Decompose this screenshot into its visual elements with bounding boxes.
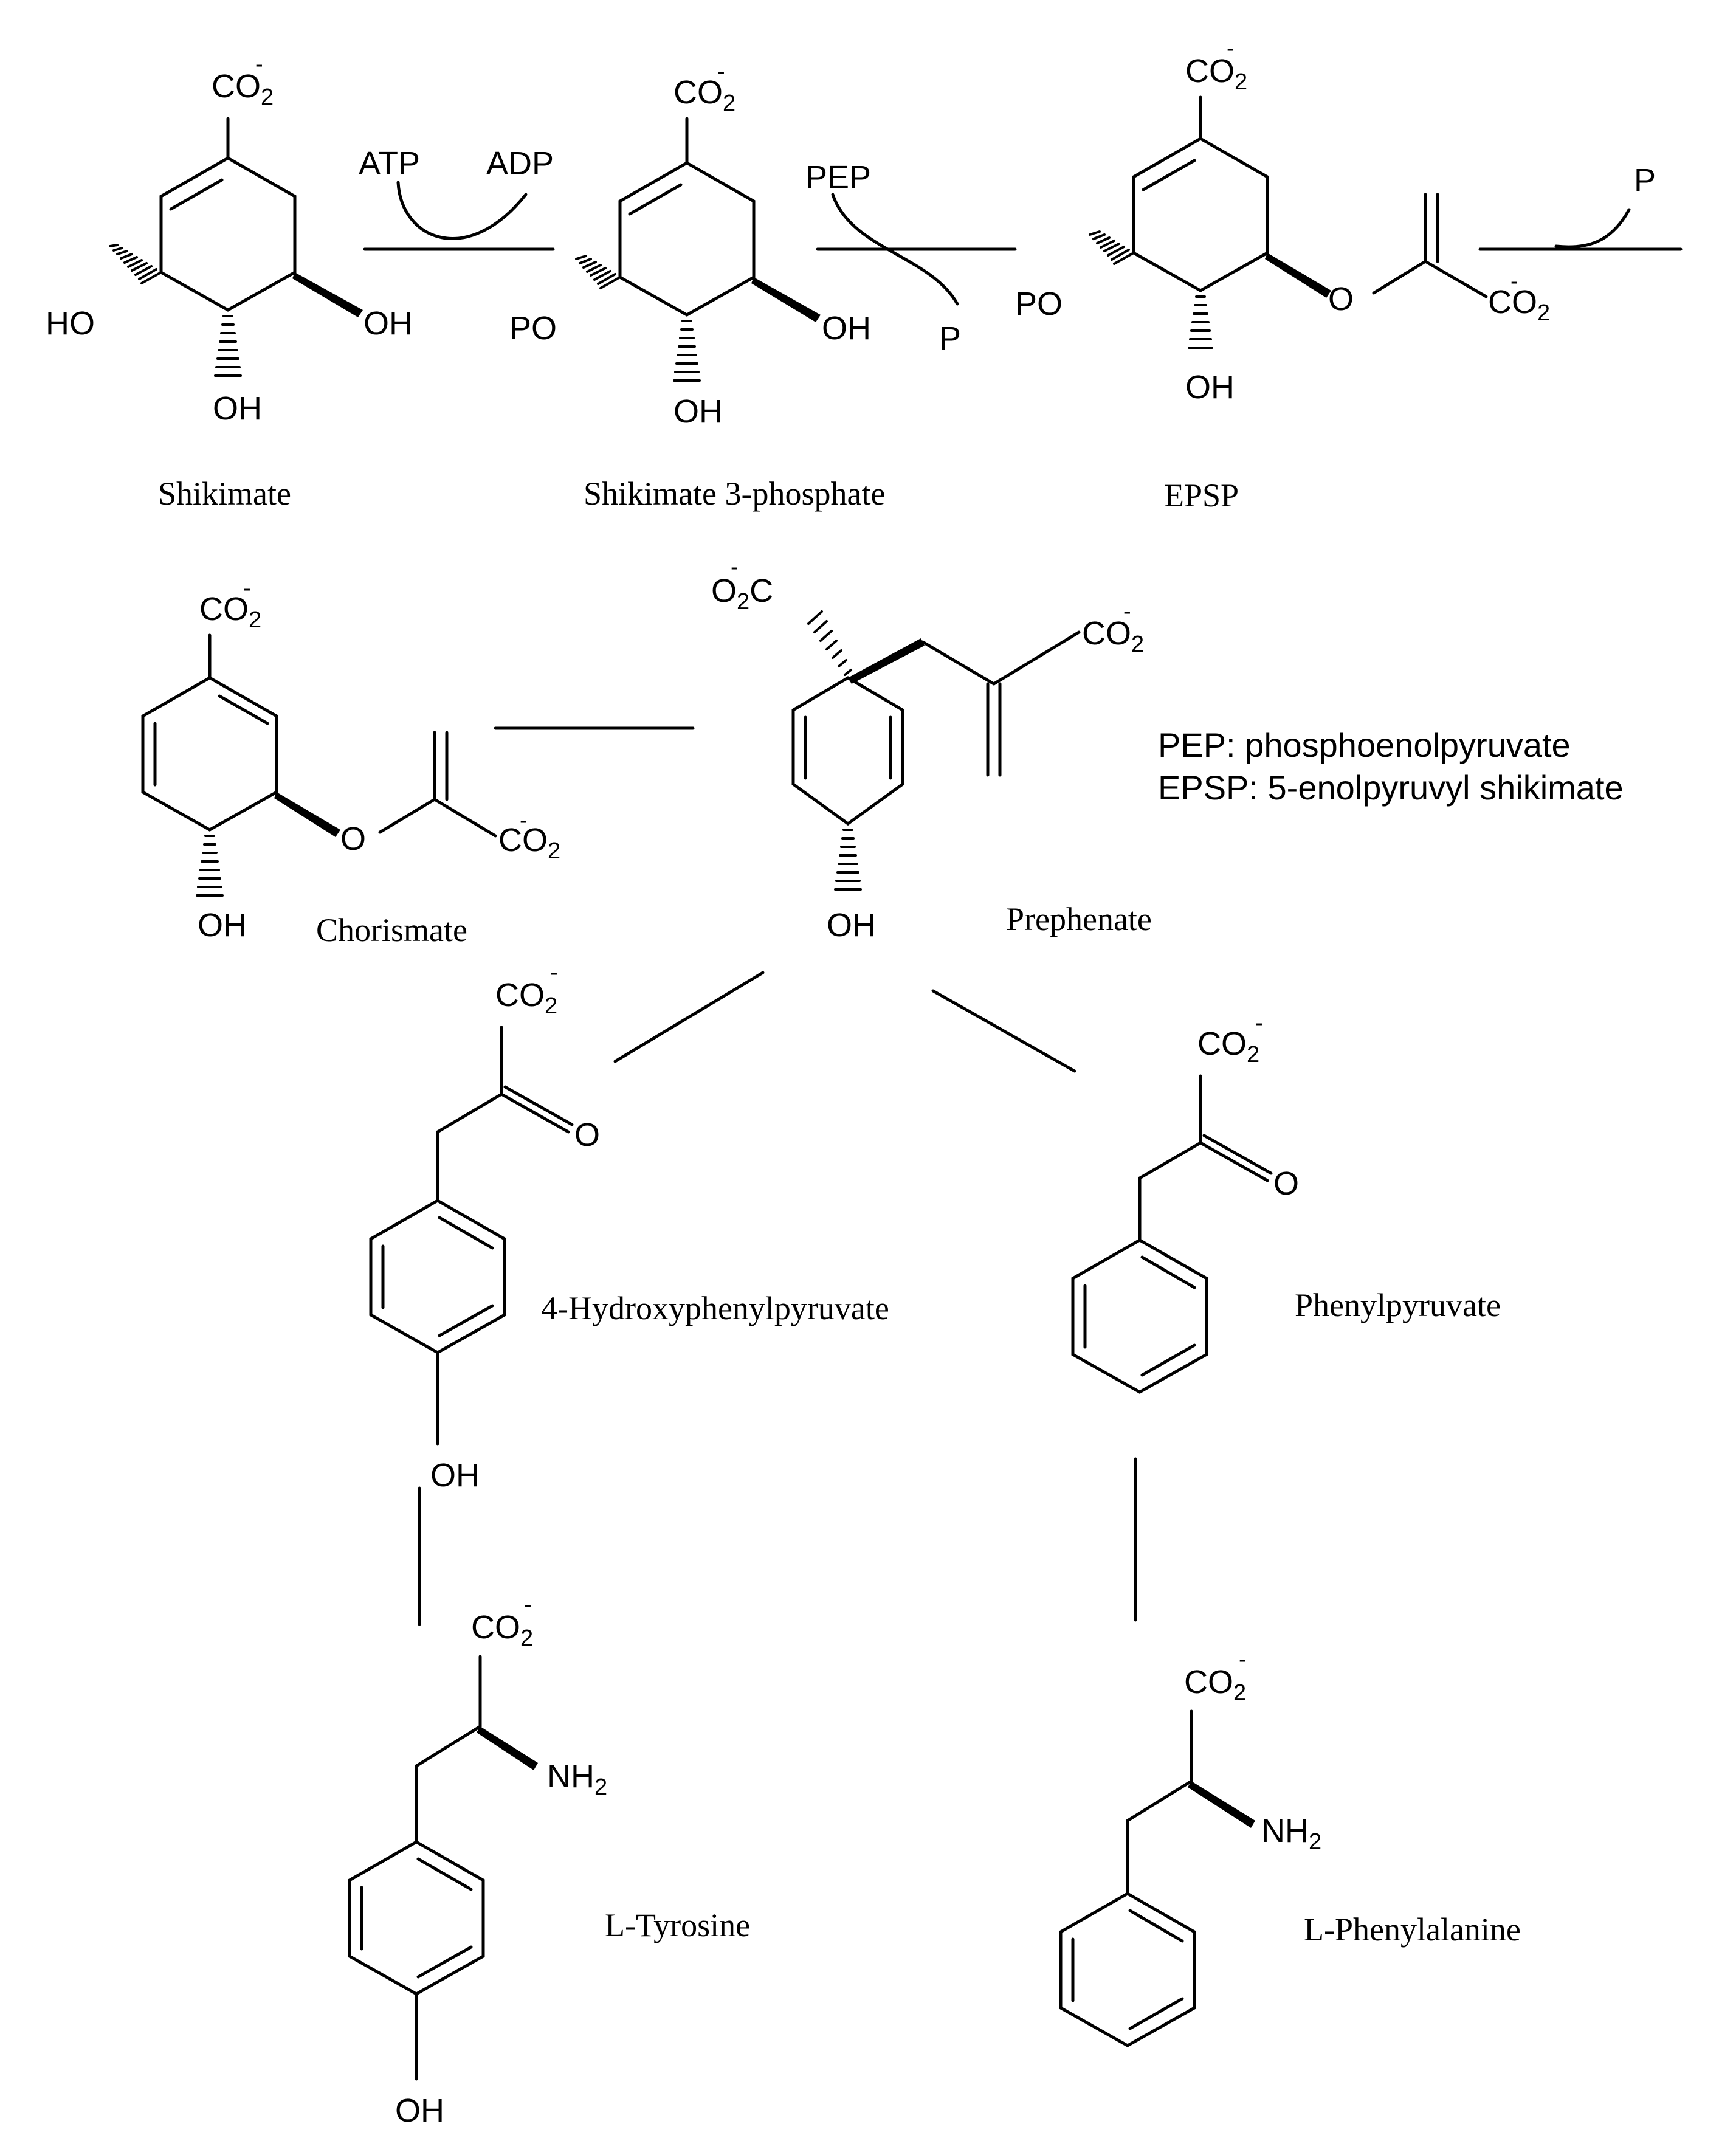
- phosphate-label: PO: [1015, 286, 1063, 322]
- carboxylate-label: CO2: [199, 591, 261, 633]
- arrow-prephenate-to-hpp: [613, 971, 765, 1063]
- compound-name-phenylpyruvate: Phenylpyruvate: [1295, 1287, 1501, 1323]
- chorismate-structure: [141, 633, 497, 897]
- hydroxyl-label: OH: [1185, 369, 1235, 405]
- ether-oxygen-label: O: [1328, 281, 1354, 317]
- hashed-wedge: [834, 829, 862, 891]
- hashed-wedge: [109, 244, 162, 284]
- phosphate-label: PO: [509, 310, 557, 347]
- hydroxyphenylpyruvate-structure: [369, 1026, 574, 1446]
- hydroxyl-label: OH: [363, 305, 413, 342]
- hashed-wedge: [575, 255, 621, 289]
- carboxylate-label: CO2: [1082, 615, 1144, 657]
- hashed-wedge: [1089, 230, 1135, 265]
- hydroxyl-label: OH: [430, 1457, 480, 1494]
- hydroxyl-label: OH: [198, 907, 247, 943]
- hydroxyl-label: HO: [46, 305, 95, 342]
- keto-oxygen-label: O: [574, 1117, 600, 1153]
- carboxylate-label: CO2: [495, 977, 557, 1019]
- carboxylate-label: CO2: [471, 1609, 533, 1651]
- arrow-prephenate-to-ppy: [931, 989, 1076, 1073]
- legend-epsp: EPSP: 5-enolpyruvyl shikimate: [1158, 768, 1624, 807]
- charge-label: -: [520, 808, 528, 833]
- tyrosine-structure: [348, 1655, 538, 2081]
- hashed-wedge: [673, 320, 701, 382]
- carboxylate-label: CO2: [212, 68, 274, 110]
- solid-wedge: [1188, 1781, 1255, 1828]
- compound-name-phenylalanine: L-Phenylalanine: [1304, 1911, 1521, 1948]
- hashed-wedge: [1188, 295, 1213, 349]
- compound-name-prephenate: Prephenate: [1006, 901, 1152, 937]
- curved-arrow-pep-p: [831, 193, 959, 306]
- shikimate-3-phosphate-structure: [575, 117, 821, 382]
- carboxylate-label: CO2: [498, 822, 560, 864]
- atp-label: ATP: [359, 145, 420, 182]
- compound-name-tyrosine: L-Tyrosine: [605, 1907, 750, 1943]
- adp-label: ADP: [486, 145, 554, 182]
- solid-wedge: [292, 272, 363, 317]
- hashed-wedge: [214, 315, 242, 377]
- compound-name-chorismate: Chorismate: [316, 912, 467, 948]
- carboxylate-label: CO2: [1488, 284, 1550, 326]
- carboxylate-label: CO2: [1184, 1664, 1246, 1706]
- charge-label: -: [731, 554, 739, 580]
- prephenate-structure: [791, 610, 1081, 891]
- charge-label: -: [255, 52, 263, 77]
- solid-wedge: [274, 792, 340, 837]
- curved-arrow-p-release: [1554, 208, 1631, 249]
- phosphate-release-label: P: [939, 320, 961, 357]
- curved-arrow-atp-adp: [396, 181, 528, 240]
- hashed-wedge: [196, 835, 224, 897]
- hydroxyl-label: OH: [673, 393, 723, 430]
- carboxylate-label: O2C: [711, 573, 773, 615]
- charge-label: -: [1227, 36, 1235, 61]
- charge-label: -: [524, 1592, 532, 1618]
- hydroxyl-label: OH: [395, 2092, 444, 2129]
- phenylalanine-structure: [1059, 1709, 1255, 2047]
- hydroxyl-label: OH: [213, 390, 262, 427]
- charge-label: -: [1255, 1010, 1263, 1036]
- charge-label: -: [717, 59, 725, 84]
- charge-label: -: [1510, 269, 1518, 294]
- amine-label: NH2: [1261, 1813, 1321, 1855]
- charge-label: -: [243, 576, 251, 601]
- reaction-arrows: [363, 181, 1683, 1626]
- epsp-structure: [1089, 95, 1488, 349]
- compound-name-shikimate: Shikimate: [158, 475, 291, 512]
- charge-label: -: [1239, 1647, 1247, 1672]
- phenylpyruvate-structure: [1071, 1074, 1273, 1394]
- hashed-wedge: [807, 610, 852, 676]
- carboxylate-label: CO2: [1185, 53, 1247, 95]
- ether-oxygen-label: O: [340, 821, 366, 857]
- compound-name-hydroxyphenylpyruvate: 4-Hydroxyphenylpyruvate: [541, 1290, 889, 1326]
- compound-name-epsp: EPSP: [1164, 477, 1239, 514]
- shikimate-structure: [109, 117, 363, 377]
- compound-name-shikimate-3-phosphate: Shikimate 3-phosphate: [584, 475, 885, 512]
- hydroxyl-label: OH: [822, 310, 871, 347]
- phosphate-release-label: P: [1634, 162, 1656, 199]
- hydroxyl-label: OH: [827, 907, 876, 943]
- pep-label: PEP: [805, 159, 871, 196]
- charge-label: -: [1123, 599, 1131, 624]
- amine-label: NH2: [547, 1758, 607, 1800]
- charge-label: -: [550, 960, 558, 985]
- solid-wedge: [477, 1726, 538, 1770]
- legend-pep: PEP: phosphoenolpyruvate: [1158, 726, 1571, 764]
- carboxylate-label: CO2: [673, 74, 735, 116]
- keto-oxygen-label: O: [1273, 1165, 1299, 1202]
- solid-wedge: [1265, 253, 1331, 298]
- carboxylate-label: CO2: [1197, 1026, 1259, 1067]
- solid-wedge: [751, 277, 821, 322]
- solid-wedge: [848, 638, 925, 684]
